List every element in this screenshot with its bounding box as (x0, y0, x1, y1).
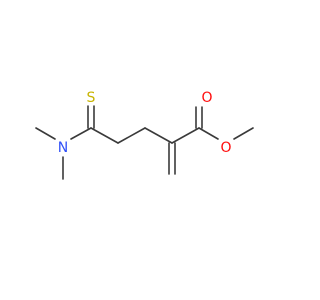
carbonyl-oxygen-atom-label: O (201, 90, 212, 106)
molecule-canvas: S N O O (35, 90, 254, 180)
bond-c3-c4 (144, 127, 173, 144)
bond-n-methyl-upper (35, 127, 56, 140)
sulfur-atom-label: S (87, 90, 96, 106)
bond-c2-c3 (117, 127, 146, 144)
bond-c-o-single (198, 127, 219, 140)
bond-n-thiocarbon (70, 127, 92, 140)
nitrogen-atom-label: N (58, 140, 68, 156)
ester-oxygen-atom-label: O (220, 140, 231, 156)
bond-c4-ester-carbon (171, 127, 200, 144)
structure-diagram: S N O O (35, 90, 254, 180)
bond-c1-c2 (90, 127, 119, 144)
bond-o-methyl (233, 127, 254, 140)
